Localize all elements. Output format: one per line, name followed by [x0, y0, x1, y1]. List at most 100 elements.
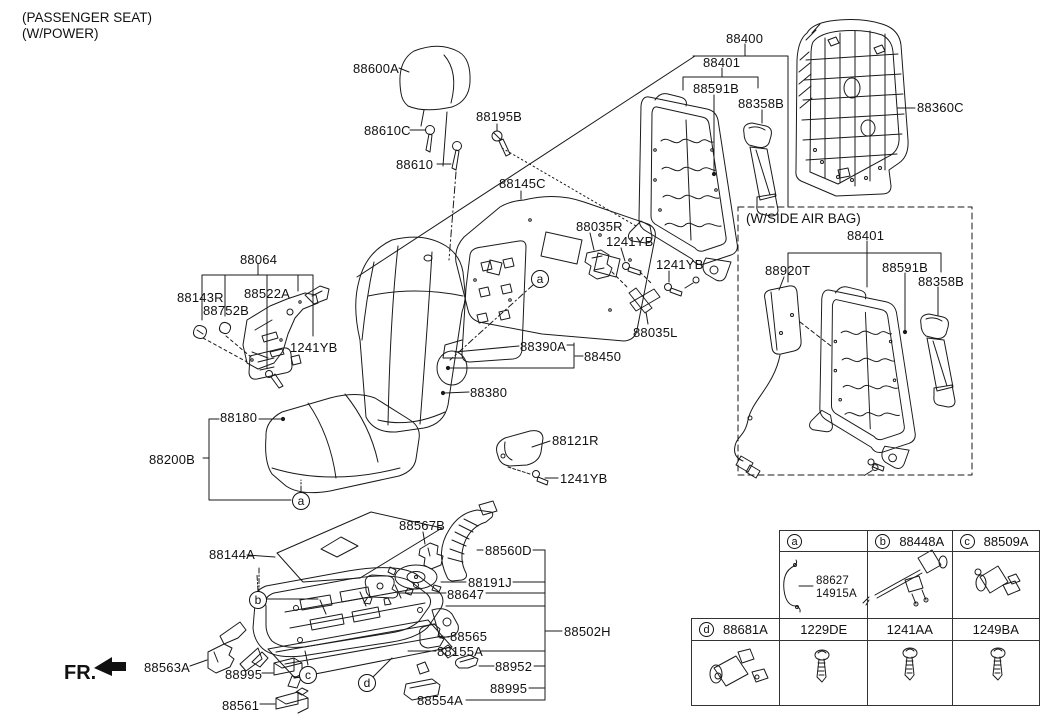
fr-label: FR.	[64, 662, 97, 684]
part-label-88567B: 88567B	[399, 518, 446, 533]
callout-a-seatback: a	[531, 270, 549, 288]
part-label-88360C: 88360C	[917, 100, 964, 115]
cable-icon	[783, 559, 814, 613]
part-label-88358B: 88358B	[738, 96, 785, 111]
legend-cell-1241AA: 1241AA	[866, 619, 952, 705]
part-label-88035L: 88035L	[633, 325, 678, 340]
bracket-88064	[201, 263, 314, 369]
part-label-88121R: 88121R	[552, 433, 599, 448]
clip-88567B	[418, 531, 444, 570]
legend-letter-b: b	[875, 533, 891, 549]
part-label-88563A: 88563A	[144, 660, 191, 675]
part-label-88401: 88401	[703, 55, 741, 70]
part-label-88380: 88380	[470, 385, 508, 400]
bracket-88401	[682, 67, 759, 91]
airbag-box-title: (W/SIDE AIR BAG)	[746, 211, 861, 226]
callout-a-line	[449, 284, 534, 361]
part-label-88647: 88647	[447, 587, 485, 602]
part-label-1241YB-1: 1241YB	[606, 234, 654, 249]
legend-letter-c: c	[959, 533, 975, 549]
duct-88560D	[441, 500, 498, 582]
legend-part-d: 88681A	[723, 622, 768, 637]
module-88995-left	[273, 657, 303, 679]
part-label-88064: 88064	[240, 252, 278, 267]
part-label-88522A: 88522A	[244, 286, 291, 301]
headrest-88600A	[399, 45, 471, 167]
back-board-88360C	[795, 19, 916, 197]
module-88554A	[403, 678, 441, 701]
airbag-box-brackets	[778, 240, 942, 335]
module-88561	[275, 687, 309, 714]
part-label-88155A: 88155A	[437, 644, 484, 659]
cable-label-88627: 88627	[816, 575, 849, 587]
part-label-88390A: 88390A	[520, 339, 567, 354]
leader-88400-diagonal	[356, 55, 696, 278]
back-panel-88145C	[455, 196, 656, 342]
leader-88600A	[398, 67, 410, 73]
part-label-88145C: 88145C	[499, 176, 546, 191]
cable-label-14915A: 14915A	[816, 588, 857, 600]
part-label-88600A: 88600A	[353, 61, 400, 76]
motor-icon-d	[709, 648, 769, 687]
part-label-88035R: 88035R	[576, 219, 623, 234]
bottom-leaders	[189, 549, 563, 705]
part-label-1241YB-2: 1241YB	[656, 257, 704, 272]
part-label-88401-airbag: 88401	[847, 228, 885, 243]
part-label-88952: 88952	[495, 659, 533, 674]
bracket-88450	[449, 342, 584, 369]
recliner-cover-parts	[193, 285, 330, 389]
part-label-88358B-airbag: 88358B	[918, 274, 965, 289]
motor-icon-c	[974, 565, 1021, 596]
part-label-88565: 88565	[450, 629, 488, 644]
legend-cell-d: d 88681A	[692, 619, 780, 705]
part-label-88502H: 88502H	[564, 624, 611, 639]
leader-88035R	[589, 232, 595, 251]
legend-table-row1: a b 88448A c 88509A	[779, 530, 1040, 618]
blower-88191J	[387, 564, 442, 596]
legend-cell-b: b 88448A	[867, 531, 952, 618]
airbag-box-border	[737, 206, 973, 476]
bolt-construction-line	[501, 147, 637, 227]
legend-cell-c: c 88509A	[951, 531, 1039, 618]
leader-88380	[444, 391, 470, 394]
part-label-88995-right: 88995	[490, 681, 528, 696]
leader-88035L	[645, 311, 649, 325]
pin-construction-line	[448, 171, 457, 261]
part-label-88560D: 88560D	[485, 543, 532, 558]
seat-cushion-88180	[265, 393, 420, 494]
callout-a-cushion: a	[292, 492, 310, 510]
leader-1241YB-a	[620, 247, 626, 262]
hinge-brackets-88035	[584, 249, 683, 314]
part-label-88400: 88400	[726, 31, 764, 46]
part-label-88561: 88561	[222, 698, 260, 713]
part-label-88610: 88610	[396, 157, 434, 172]
legend-part-1229DE: 1229DE	[800, 622, 848, 637]
legend-letter-d: d	[699, 622, 714, 637]
fr-direction-arrow	[94, 657, 126, 676]
part-label-88920T: 88920T	[765, 263, 811, 278]
part-label-88144A: 88144A	[209, 547, 256, 562]
legend-cell-1229DE: 1229DE	[779, 619, 867, 705]
small-parts-bottom	[207, 623, 479, 714]
legend-part-1249BA: 1249BA	[972, 622, 1019, 637]
bolt-88195B	[491, 130, 511, 157]
track-frame-88502H	[219, 567, 459, 689]
airbag-seat-back-frame	[809, 286, 956, 476]
callout-d: d	[358, 674, 376, 692]
part-label-1241YB-3: 1241YB	[290, 340, 338, 355]
legend-part-c: 88509A	[983, 533, 1029, 549]
seat-back-board-88390A	[442, 240, 527, 363]
part-label-88591B: 88591B	[693, 81, 740, 96]
legend-table-row2: d 88681A 1229DE 1241AA 1249BA	[691, 618, 1040, 706]
page-title: (PASSENGER SEAT) (W/POWER)	[22, 10, 152, 42]
leader-88390A	[454, 345, 520, 353]
callout-b: b	[249, 591, 267, 609]
part-label-88143R: 88143R	[177, 290, 224, 305]
bracket-88200B	[202, 418, 292, 501]
part-label-88591B-airbag: 88591B	[882, 260, 929, 275]
legend-letter-a: a	[787, 533, 802, 549]
part-label-88610C: 88610C	[364, 123, 411, 138]
legend-part-1241AA: 1241AA	[886, 622, 933, 637]
airbag-module-88920T	[734, 285, 832, 479]
